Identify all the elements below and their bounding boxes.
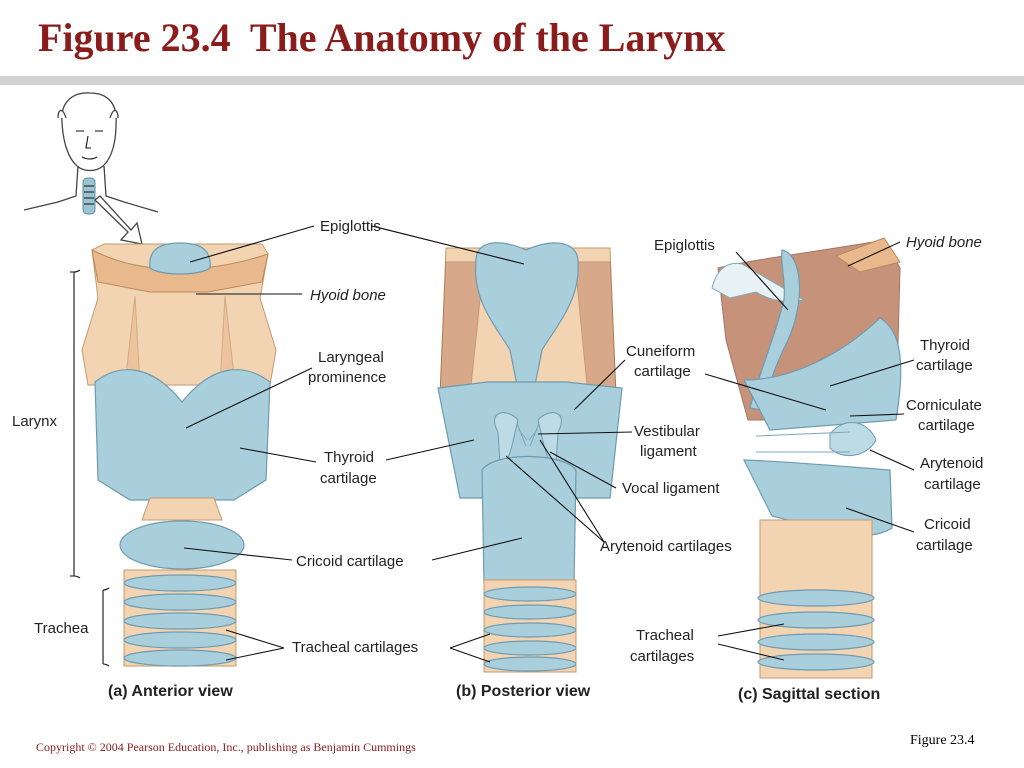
- label-corniculate-cartilage-line1: Corniculate: [906, 397, 982, 414]
- label-arytenoid-cartilages: Arytenoid cartilages: [600, 538, 732, 555]
- larynx-anatomy-figure: Epiglottis Hyoid bone Laryngeal prominen…: [12, 92, 983, 703]
- label-cuneiform-cartilage-line2: cartilage: [634, 363, 691, 380]
- label-sagittal-tracheal-line1: Tracheal: [636, 627, 694, 644]
- label-sagittal-thyroid-line2: cartilage: [916, 357, 973, 374]
- label-sagittal-thyroid-line1: Thyroid: [920, 337, 970, 354]
- title-divider: [0, 76, 1024, 85]
- panel-posterior: [437, 242, 623, 673]
- panel-sagittal: [711, 237, 902, 679]
- panel-anterior: [81, 242, 277, 667]
- label-hyoid-bone: Hyoid bone: [310, 287, 386, 304]
- label-arytenoid-cartilage-line1: Arytenoid: [920, 455, 983, 472]
- label-cuneiform-cartilage-line1: Cuneiform: [626, 343, 695, 360]
- caption-anterior-view: (a) Anterior view: [108, 683, 233, 700]
- caption-posterior-view: (b) Posterior view: [456, 683, 591, 700]
- label-sagittal-hyoid-bone: Hyoid bone: [906, 234, 982, 251]
- leader-lines: [70, 225, 915, 667]
- label-vestibular-ligament-line2: ligament: [640, 443, 698, 460]
- label-sagittal-cricoid-line1: Cricoid: [924, 516, 971, 533]
- label-sagittal-epiglottis: Epiglottis: [654, 237, 715, 254]
- label-trachea: Trachea: [34, 620, 89, 637]
- label-sagittal-tracheal-line2: cartilages: [630, 648, 694, 665]
- head-orientation-sketch: [23, 92, 159, 245]
- label-laryngeal-prominence-line2: prominence: [308, 369, 386, 386]
- label-sagittal-cricoid-line2: cartilage: [916, 537, 973, 554]
- label-thyroid-cartilage-line1: Thyroid: [324, 449, 374, 466]
- caption-sagittal-section: (c) Sagittal section: [738, 686, 880, 703]
- footer-copyright: Copyright © 2004 Pearson Education, Inc.…: [36, 740, 416, 754]
- label-epiglottis: Epiglottis: [320, 218, 381, 235]
- label-vestibular-ligament-line1: Vestibular: [634, 423, 700, 440]
- footer-figure-number: Figure 23.4: [910, 733, 975, 748]
- label-corniculate-cartilage-line2: cartilage: [918, 417, 975, 434]
- label-laryngeal-prominence-line1: Laryngeal: [318, 349, 384, 366]
- label-larynx: Larynx: [12, 413, 58, 430]
- label-arytenoid-cartilage-line2: cartilage: [924, 476, 981, 493]
- slide-title: Figure 23.4 The Anatomy of the Larynx: [38, 15, 726, 60]
- label-vocal-ligament: Vocal ligament: [622, 480, 720, 497]
- label-tracheal-cartilages: Tracheal cartilages: [292, 639, 418, 656]
- label-thyroid-cartilage-line2: cartilage: [320, 470, 377, 487]
- label-cricoid-cartilage: Cricoid cartilage: [296, 553, 404, 570]
